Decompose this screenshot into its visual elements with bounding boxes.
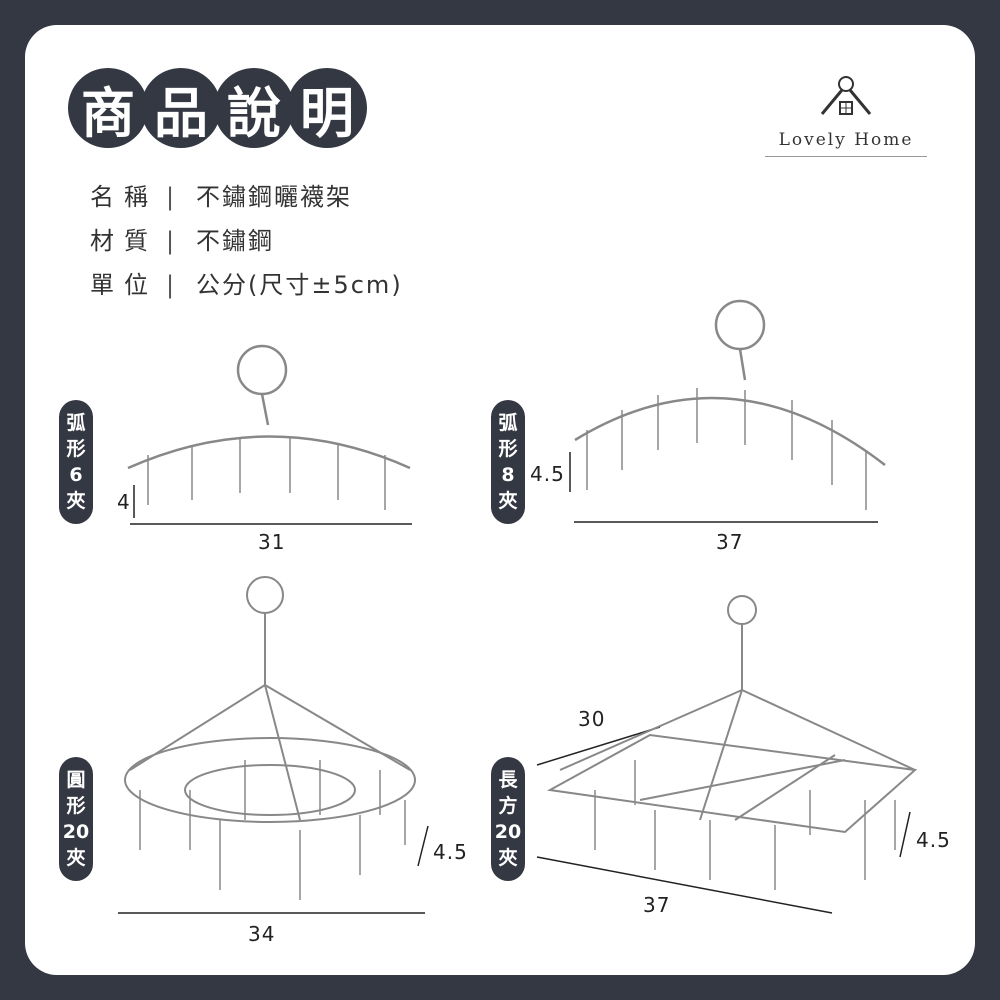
- spec-row: 名稱 | 不鏽鋼曬襪架: [90, 175, 403, 219]
- spec-list: 名稱 | 不鏽鋼曬襪架 材質 | 不鏽鋼 單位 | 公分(尺寸±5cm): [90, 175, 403, 307]
- spec-row: 單位 | 公分(尺寸±5cm): [90, 263, 403, 307]
- width-dimension: 34: [248, 922, 276, 946]
- title-char: 商: [68, 68, 148, 148]
- brand-logo: Lovely Home: [765, 74, 927, 157]
- height-dimension: 4.5: [916, 828, 951, 852]
- title-char: 說: [214, 68, 294, 148]
- spec-label: 單位: [90, 271, 158, 299]
- spec-separator: |: [166, 227, 177, 255]
- page-title: 商 品 說 明: [68, 68, 367, 148]
- arc-6-clip-hanger: [127, 344, 411, 510]
- round-20-clip-hanger: [124, 576, 416, 900]
- height-dimension: 4.5: [433, 840, 468, 864]
- spec-separator: |: [166, 271, 177, 299]
- width-dimension: 37: [716, 530, 744, 554]
- spec-label: 名稱: [90, 183, 158, 211]
- spec-row: 材質 | 不鏽鋼: [90, 219, 403, 263]
- dimension-lines: [118, 452, 911, 914]
- house-keys-icon: [820, 76, 872, 115]
- spec-value: 公分(尺寸±5cm): [196, 271, 403, 299]
- arc-8-clip-hanger: [574, 299, 886, 510]
- brand-name: Lovely Home: [765, 130, 927, 157]
- height-dimension: 4.5: [530, 462, 565, 486]
- spec-value: 不鏽鋼曬襪架: [196, 183, 352, 211]
- title-char: 品: [141, 68, 221, 148]
- width-dimension: 31: [258, 530, 286, 554]
- width-dimension: 37: [643, 893, 671, 917]
- spec-value: 不鏽鋼: [196, 227, 274, 255]
- depth-dimension: 30: [578, 707, 606, 731]
- title-char: 明: [287, 68, 367, 148]
- spec-separator: |: [166, 183, 177, 211]
- rectangle-20-clip-hanger: [546, 595, 918, 890]
- spec-label: 材質: [90, 227, 158, 255]
- height-dimension: 4: [117, 490, 131, 514]
